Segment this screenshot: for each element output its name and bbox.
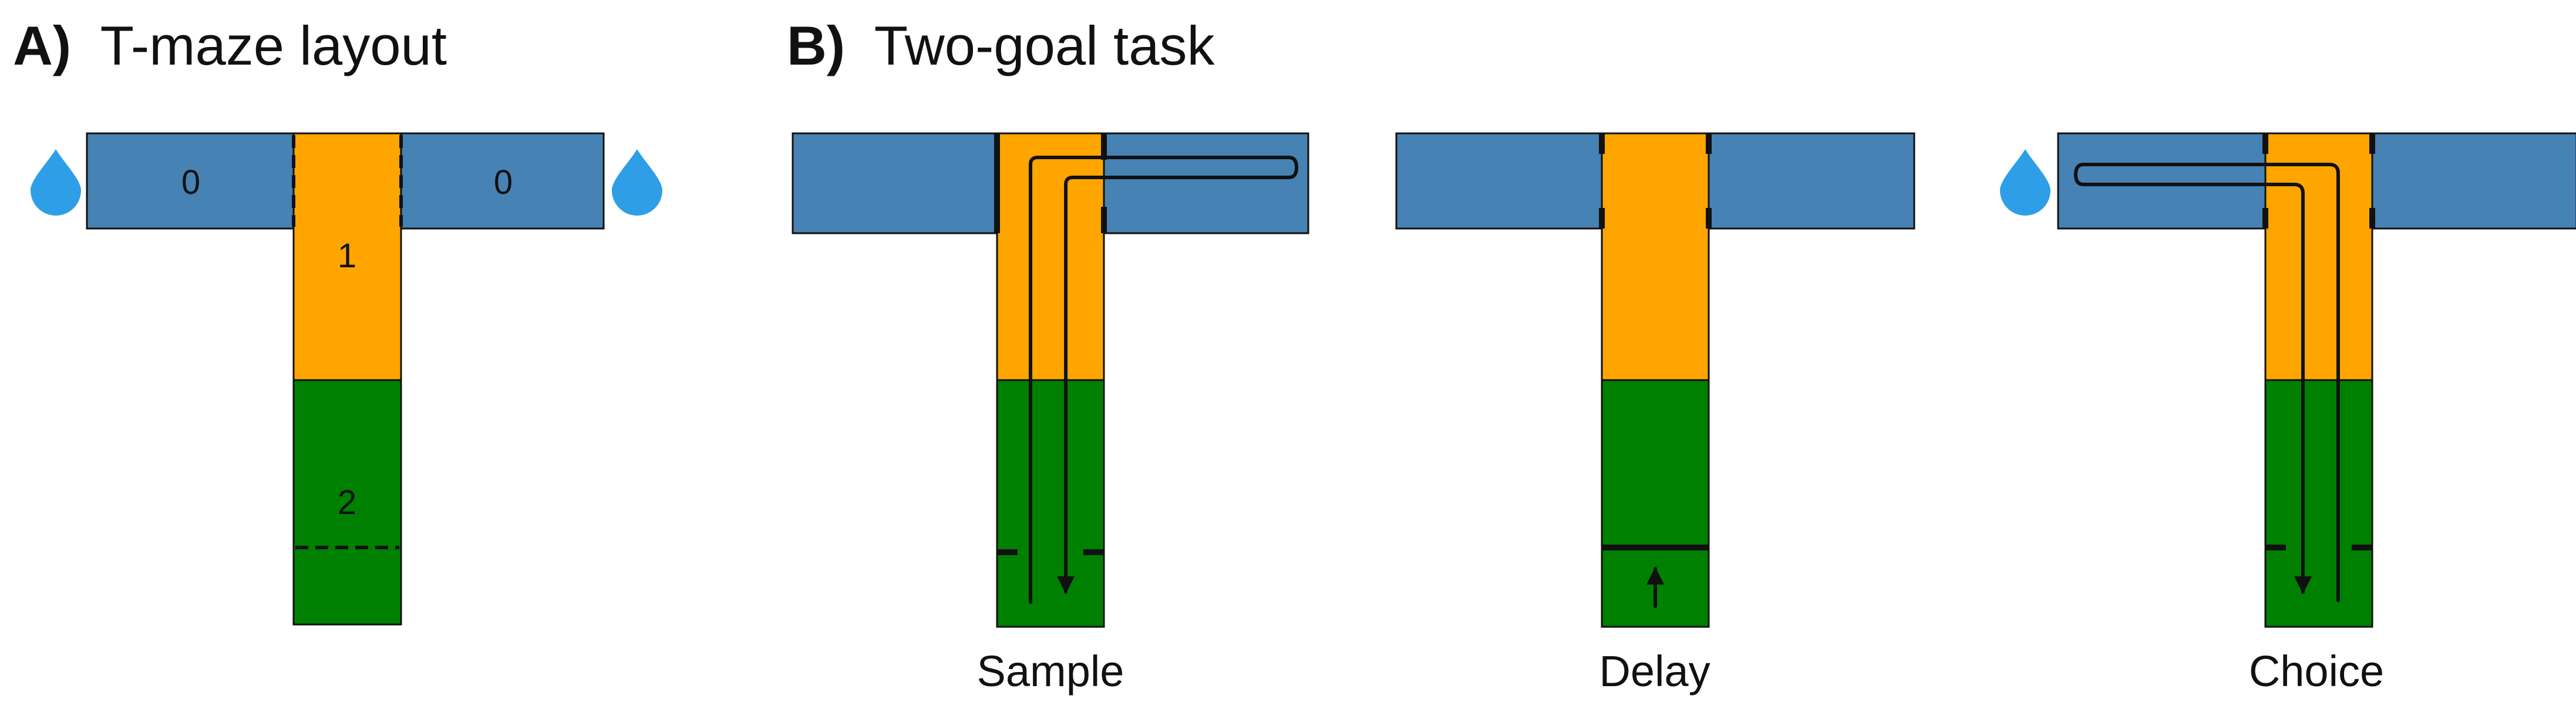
right-arm xyxy=(1708,132,1915,230)
phase-caption-sample: Sample xyxy=(977,647,1124,696)
left-arm xyxy=(86,132,295,230)
water-drop-icon xyxy=(612,149,662,216)
left-arm xyxy=(792,132,998,234)
right-arm xyxy=(1103,132,1309,234)
panel-b: B) Two-goal task Sample xyxy=(787,15,2576,696)
zone-label-left-arm: 0 xyxy=(181,163,200,201)
water-drop-icon xyxy=(31,149,81,216)
panel-b-label: B) xyxy=(787,15,845,76)
stem-zone-1 xyxy=(996,132,1105,381)
zone-label-stem-upper: 1 xyxy=(338,237,356,275)
choice-maze: Choice xyxy=(2000,132,2576,696)
delay-maze: Delay xyxy=(1395,132,1915,696)
right-arm xyxy=(2371,132,2576,230)
stem-zone-1 xyxy=(292,132,402,381)
trajectory-path xyxy=(1029,156,1298,604)
panel-a-title-text: T-maze layout xyxy=(100,15,447,76)
water-drop-icon xyxy=(2000,149,2050,216)
trajectory-path xyxy=(2074,163,2340,602)
stem-zone-2 xyxy=(292,379,402,626)
left-arm xyxy=(2057,132,2267,230)
stem-zone-2 xyxy=(996,379,1105,628)
right-arm xyxy=(400,132,605,230)
stem-zone-1 xyxy=(1601,132,1710,381)
zone-label-stem-lower: 2 xyxy=(338,483,356,522)
phase-caption-choice: Choice xyxy=(2249,647,2384,696)
sample-maze: Sample xyxy=(792,132,1309,696)
panel-b-title: B) Two-goal task xyxy=(787,15,1215,76)
panel-a-title: A) T-maze layout xyxy=(13,15,447,76)
zone-label-right-arm: 0 xyxy=(494,163,513,201)
stem-zone-2 xyxy=(2264,379,2373,628)
stem-zone-1 xyxy=(2264,132,2373,381)
panel-b-title-text: Two-goal task xyxy=(874,15,1215,76)
panel-a: A) T-maze layout 0 0 1 2 xyxy=(13,15,662,626)
panel-a-label: A) xyxy=(13,15,71,76)
left-arm xyxy=(1395,132,1603,230)
phase-caption-delay: Delay xyxy=(1599,647,1710,696)
t-maze-diagram: 0 0 1 2 xyxy=(31,132,662,626)
